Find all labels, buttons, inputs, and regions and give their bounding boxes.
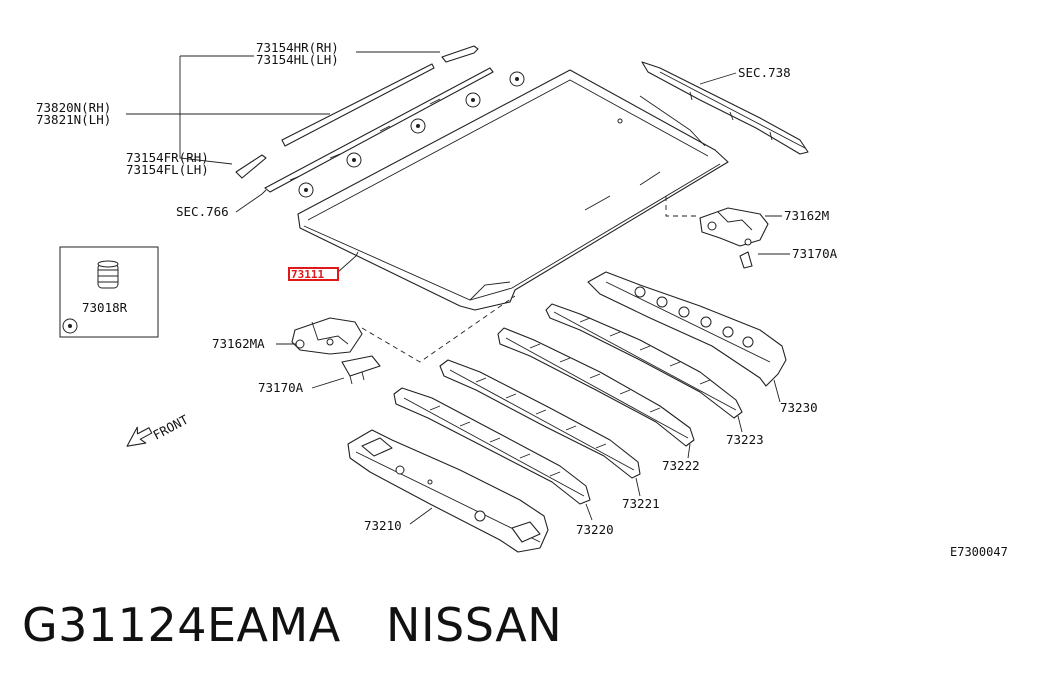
front-arrow (126, 426, 153, 447)
label-73221: 73221 (622, 496, 660, 511)
clip-holes (298, 71, 525, 198)
molding-end-front[interactable] (235, 154, 267, 179)
label-73210: 73210 (364, 518, 402, 533)
label-73821n: 73821N(LH) (36, 112, 111, 127)
part-number-caption: G31124EAMA NISSAN (22, 598, 563, 652)
inset-box-73018r[interactable] (59, 246, 159, 338)
label-73170a-left: 73170A (258, 380, 304, 395)
drip-molding[interactable] (264, 63, 494, 193)
roof-bow-73230[interactable] (587, 271, 787, 387)
label-73820n: 73820N(RH) (36, 100, 111, 115)
label-73154fl: 73154FL(LH) (126, 162, 209, 177)
label-73162ma: 73162MA (212, 336, 265, 351)
label-73162m: 73162M (784, 208, 829, 223)
label-73220: 73220 (576, 522, 614, 537)
bracket-73162m[interactable] (699, 207, 769, 269)
callout-dash-left (361, 295, 516, 363)
label-73154hl: 73154HL(LH) (256, 52, 339, 67)
label-73154fr: 73154FR(RH) (126, 150, 209, 165)
bracket-73162ma[interactable] (291, 317, 381, 385)
roof-bow-73222[interactable] (497, 327, 695, 447)
label-73223: 73223 (726, 432, 764, 447)
highlight-73111[interactable]: 73111 (288, 267, 339, 281)
label-73111: 73111 (291, 268, 324, 281)
diagram-code: E7300047 (950, 545, 1008, 559)
label-73154hr: 73154HR(RH) (256, 40, 339, 55)
callout-dash-right (665, 196, 700, 217)
label-sec766[interactable]: SEC.766 (176, 204, 229, 219)
label-front: FRONT (150, 412, 191, 443)
sec738-rail[interactable] (641, 61, 809, 155)
label-73018r: 73018R (82, 300, 128, 315)
roof-bow-73221[interactable] (439, 359, 641, 479)
label-73170a-right: 73170A (792, 246, 838, 261)
front-header-73210[interactable] (347, 429, 549, 553)
molding-end-rear[interactable] (441, 45, 479, 63)
roof-bow-73223[interactable] (545, 303, 743, 419)
label-sec738[interactable]: SEC.738 (738, 65, 791, 80)
roof-panel[interactable] (297, 69, 729, 311)
leader-lines (126, 51, 790, 525)
label-73222: 73222 (662, 458, 700, 473)
roof-bow-73220[interactable] (393, 387, 591, 505)
label-73230: 73230 (780, 400, 818, 415)
